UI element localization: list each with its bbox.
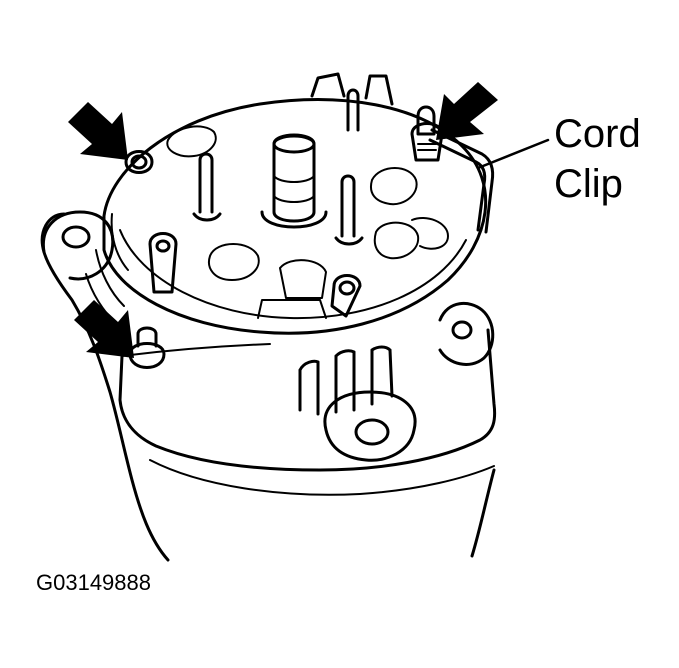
figure-id: G03149888 — [36, 570, 151, 595]
left-ear-hole — [61, 225, 91, 249]
cover-cutout-4 — [373, 221, 420, 260]
rear-cover — [102, 98, 488, 335]
top-left-bolt-head — [130, 154, 148, 170]
shaft-rings — [273, 175, 315, 203]
cord-clip — [428, 128, 495, 234]
cover-cutout-1 — [208, 243, 260, 281]
cover-cutout-3 — [370, 167, 418, 206]
cord-clip-label-line2: Clip — [554, 162, 623, 206]
clip-bolt-threads — [417, 143, 437, 151]
cover-cutout-2 — [279, 259, 327, 299]
central-shaft — [272, 133, 316, 223]
top-left-bolt — [124, 150, 154, 174]
eyelet-terminal-left — [148, 232, 178, 294]
shaft-base — [260, 210, 328, 229]
lower-ear-hole — [354, 418, 390, 446]
terminal-stud-left — [192, 152, 222, 222]
shaft-top — [272, 134, 316, 154]
lower-mounting-ear — [323, 390, 417, 462]
terminal-stud-right — [334, 174, 364, 246]
eyelet-terminal-right — [330, 274, 362, 318]
cover-slot — [257, 299, 327, 319]
eyelet-right-hole — [338, 280, 356, 296]
lower-left-bolt — [128, 326, 166, 369]
cord-clip-leader-line — [476, 138, 550, 170]
cord-clip-label-line1: Cord — [554, 112, 641, 156]
cover-cutout-6 — [411, 217, 449, 250]
right-tab-hole — [451, 320, 473, 340]
top-upright-tab — [310, 72, 394, 106]
arrow-lower-left — [74, 300, 134, 358]
arrow-top-left — [68, 102, 128, 160]
right-housing-tab — [438, 301, 495, 366]
arrow-top-right — [436, 82, 498, 140]
cover-cutout-5 — [166, 125, 217, 158]
clip-bolt — [410, 105, 444, 162]
housing-lower-edge — [149, 459, 495, 496]
housing-vent-fins — [298, 345, 394, 416]
eyelet-left-hole — [155, 239, 171, 253]
terminal-stud-top — [346, 88, 360, 132]
housing-shoulder — [121, 343, 271, 357]
